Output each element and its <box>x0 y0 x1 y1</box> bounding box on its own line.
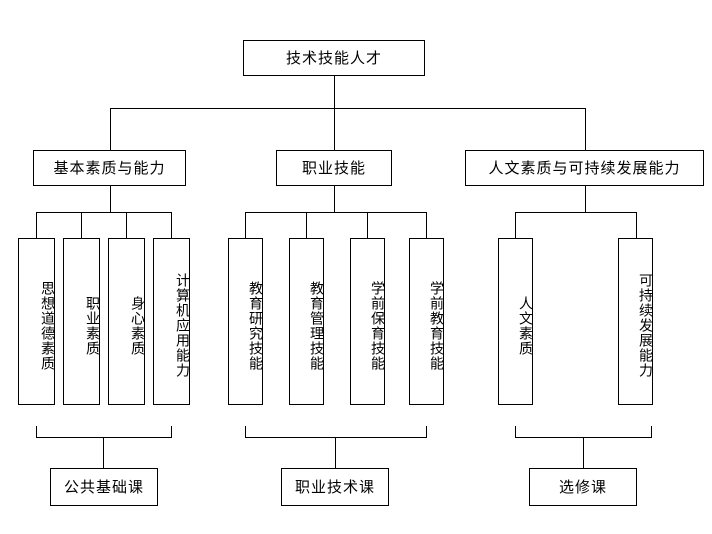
course-node-elective: 选修课 <box>529 468 637 506</box>
leaf-node-3-2: 可持续发展能力 <box>618 238 653 405</box>
leaf-node-1-2: 职业素质 <box>63 238 100 405</box>
group3-leaf-drop-1 <box>515 212 516 238</box>
level2-drop-line-3 <box>585 108 586 150</box>
leaf-node-2-1: 教育研究技能 <box>228 238 263 405</box>
leaf-node-2-3: 学前保育技能 <box>350 238 385 405</box>
group1-leaf-drop-1 <box>36 212 37 238</box>
group2-leaf-drop-2 <box>306 212 307 238</box>
course-node-label: 公共基础课 <box>63 477 144 496</box>
level2-drop-line-2 <box>334 108 335 150</box>
group2-course-stem <box>335 437 336 468</box>
group2-brace-left <box>245 426 246 438</box>
leaf-node-3-1: 人文素质 <box>498 238 533 405</box>
group3-brace-left <box>515 426 516 438</box>
group1-leaf-drop-3 <box>126 212 127 238</box>
leaf-node-1-4: 计算机应用能力 <box>153 238 190 405</box>
leaf-node-label: 教育管理技能 <box>308 280 324 371</box>
group2-leaf-drop-1 <box>245 212 246 238</box>
branch-node-label: 人文素质与可持续发展能力 <box>488 158 681 177</box>
group3-brace-right <box>651 426 652 438</box>
group2-bus-line <box>245 212 426 213</box>
leaf-node-label: 职业素质 <box>84 295 100 356</box>
group1-leaf-drop-4 <box>171 212 172 238</box>
branch-node-label: 职业技能 <box>301 158 366 177</box>
leaf-node-label: 计算机应用能力 <box>174 273 190 378</box>
group1-leaf-drop-2 <box>81 212 82 238</box>
branch-node-basic-quality: 基本素质与能力 <box>33 150 186 186</box>
group2-leaf-drop-4 <box>426 212 427 238</box>
group2-leaf-drop-3 <box>367 212 368 238</box>
course-node-label: 职业技术课 <box>294 477 375 496</box>
group1-bus-line <box>36 212 171 213</box>
group3-bus-line <box>515 212 636 213</box>
level2-bus-line <box>110 108 586 109</box>
group2-stem-line <box>334 186 335 213</box>
group3-stem-line <box>585 186 586 213</box>
level2-drop-line-1 <box>110 108 111 150</box>
group2-brace-right <box>426 426 427 438</box>
leaf-node-label: 教育研究技能 <box>247 280 263 371</box>
leaf-node-label: 思想道德素质 <box>39 280 55 371</box>
leaf-node-1-1: 思想道德素质 <box>18 238 55 405</box>
leaf-node-label: 学前教育技能 <box>428 280 444 371</box>
course-node-basic: 公共基础课 <box>50 468 158 506</box>
course-node-label: 选修课 <box>558 477 607 496</box>
branch-node-vocational-skill: 职业技能 <box>276 150 392 186</box>
leaf-node-2-2: 教育管理技能 <box>289 238 324 405</box>
branch-node-label: 基本素质与能力 <box>53 158 166 177</box>
group1-stem-line <box>110 186 111 213</box>
leaf-node-label: 身心素质 <box>129 295 145 356</box>
group3-course-stem <box>583 437 584 468</box>
group1-course-stem <box>103 437 104 468</box>
leaf-node-label: 人文素质 <box>517 295 533 356</box>
root-stem-line <box>334 76 335 109</box>
group3-leaf-drop-2 <box>636 212 637 238</box>
leaf-node-1-3: 身心素质 <box>108 238 145 405</box>
leaf-node-2-4: 学前教育技能 <box>409 238 444 405</box>
group1-brace-right <box>171 426 172 438</box>
group1-brace-left <box>36 426 37 438</box>
root-node: 技术技能人才 <box>243 40 425 76</box>
course-node-vocational: 职业技术课 <box>281 468 389 506</box>
branch-node-humanistic-sustainable: 人文素质与可持续发展能力 <box>465 150 704 186</box>
leaf-node-label: 学前保育技能 <box>369 280 385 371</box>
leaf-node-label: 可持续发展能力 <box>637 273 653 378</box>
root-node-label: 技术技能人才 <box>285 48 382 67</box>
